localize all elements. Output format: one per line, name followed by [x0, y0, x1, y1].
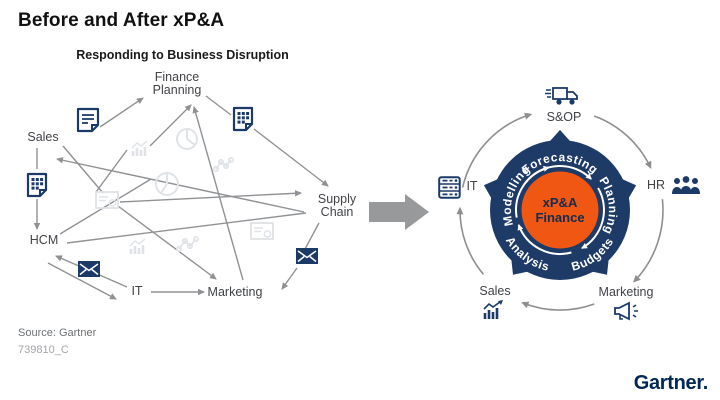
spreadsheet-document-icon	[26, 172, 48, 198]
node-finance-planning-line2: Planning	[152, 83, 202, 97]
node-it-after: IT	[466, 179, 478, 193]
scatter-plot-icon	[175, 235, 199, 253]
bar-chart-icon	[129, 238, 146, 254]
bar-chart-icon	[131, 140, 148, 156]
before-subtitle: Responding to Business Disruption	[76, 48, 289, 62]
xpa-core-label: xP&A Finance	[520, 195, 600, 225]
node-marketing-after: Marketing	[598, 285, 654, 299]
id-card-icon	[95, 191, 119, 209]
before-network-diagram: Finance Planning Sales Supply Chain HCM …	[10, 65, 366, 315]
megaphone-icon	[614, 301, 638, 321]
outer-cycle-arrows	[456, 112, 664, 311]
page-title: Before and After xP&A	[18, 10, 225, 31]
envelope-icon	[78, 261, 100, 277]
node-supply-chain: Supply Chain	[318, 193, 356, 219]
people-icon	[672, 176, 700, 194]
gartner-logo: Gartner.	[633, 372, 709, 394]
document-id: 739810_C	[18, 344, 69, 356]
before-connections	[26, 95, 329, 300]
document-icons	[26, 106, 318, 277]
pie-chart-icon	[176, 128, 198, 150]
truck-icon	[545, 87, 578, 105]
node-sop: S&OP	[546, 110, 582, 124]
inner-cycle-arrows	[515, 165, 605, 255]
node-marketing: Marketing	[207, 285, 263, 299]
after-xpa-diagram: Forecasting Planning Budgets Analysis Mo…	[430, 80, 720, 340]
server-icon	[438, 176, 461, 199]
node-supply-chain-line1: Supply	[317, 192, 357, 206]
faded-icons	[95, 128, 274, 254]
node-finance-planning-line1: Finance	[154, 70, 200, 84]
xpa-core-label-line1: xP&A	[542, 195, 578, 210]
sales-chart-icon	[483, 300, 503, 319]
scatter-plot-icon	[212, 156, 234, 173]
envelope-icon	[296, 248, 318, 264]
node-it: IT	[131, 284, 143, 298]
report-document-icon	[76, 107, 100, 133]
xpa-core-label-line2: Finance	[535, 210, 585, 225]
node-sales: Sales	[27, 130, 59, 144]
connection-lines	[33, 95, 329, 300]
pie-chart-icon	[155, 172, 179, 196]
spreadsheet-document-icon	[232, 106, 254, 132]
node-hcm: HCM	[29, 233, 59, 247]
source-note: Source: Gartner	[18, 327, 97, 339]
xpa-core-circle	[521, 171, 599, 249]
node-sales-after: Sales	[479, 284, 511, 298]
id-card-icon	[250, 222, 274, 240]
node-finance-planning: Finance Planning	[153, 71, 202, 97]
xpa-wheel: Forecasting Planning Budgets Analysis Mo…	[456, 112, 664, 311]
node-supply-chain-line2: Chain	[320, 205, 354, 219]
transition-arrow-icon	[369, 194, 429, 230]
node-hr: HR	[646, 178, 666, 192]
